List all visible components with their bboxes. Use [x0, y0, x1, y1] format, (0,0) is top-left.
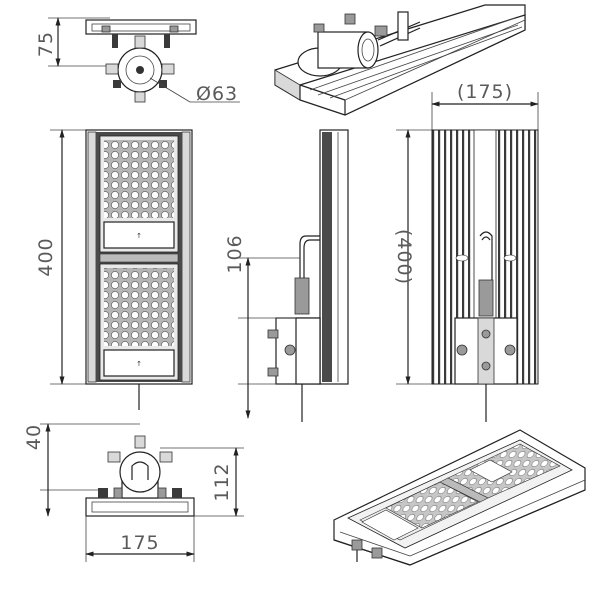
dim-top-diameter: Ø63 — [196, 83, 238, 105]
dim-bottom-height-small: 40 — [23, 424, 45, 450]
dim-back-height: (400) — [393, 229, 415, 285]
dim-side-height: 106 — [224, 234, 246, 273]
front-view: 400 ↑ ↑ — [35, 129, 193, 410]
dim-back-width: (175) — [457, 81, 513, 103]
top-view: 75 Ø63 — [35, 17, 240, 105]
side-view: 106 — [224, 129, 349, 422]
isometric-view-top — [274, 4, 526, 116]
back-view: (175) (400) — [393, 81, 539, 422]
dim-front-height: 400 — [35, 237, 57, 276]
dim-bottom-height-large: 112 — [211, 462, 233, 501]
dim-top-height: 75 — [35, 31, 57, 57]
end-view: 40 112 175 — [23, 423, 244, 562]
svg-text:↑: ↑ — [136, 232, 142, 240]
svg-text:↑: ↑ — [136, 360, 142, 368]
isometric-view-bottom — [333, 429, 586, 566]
dim-bottom-width: 175 — [120, 532, 159, 554]
